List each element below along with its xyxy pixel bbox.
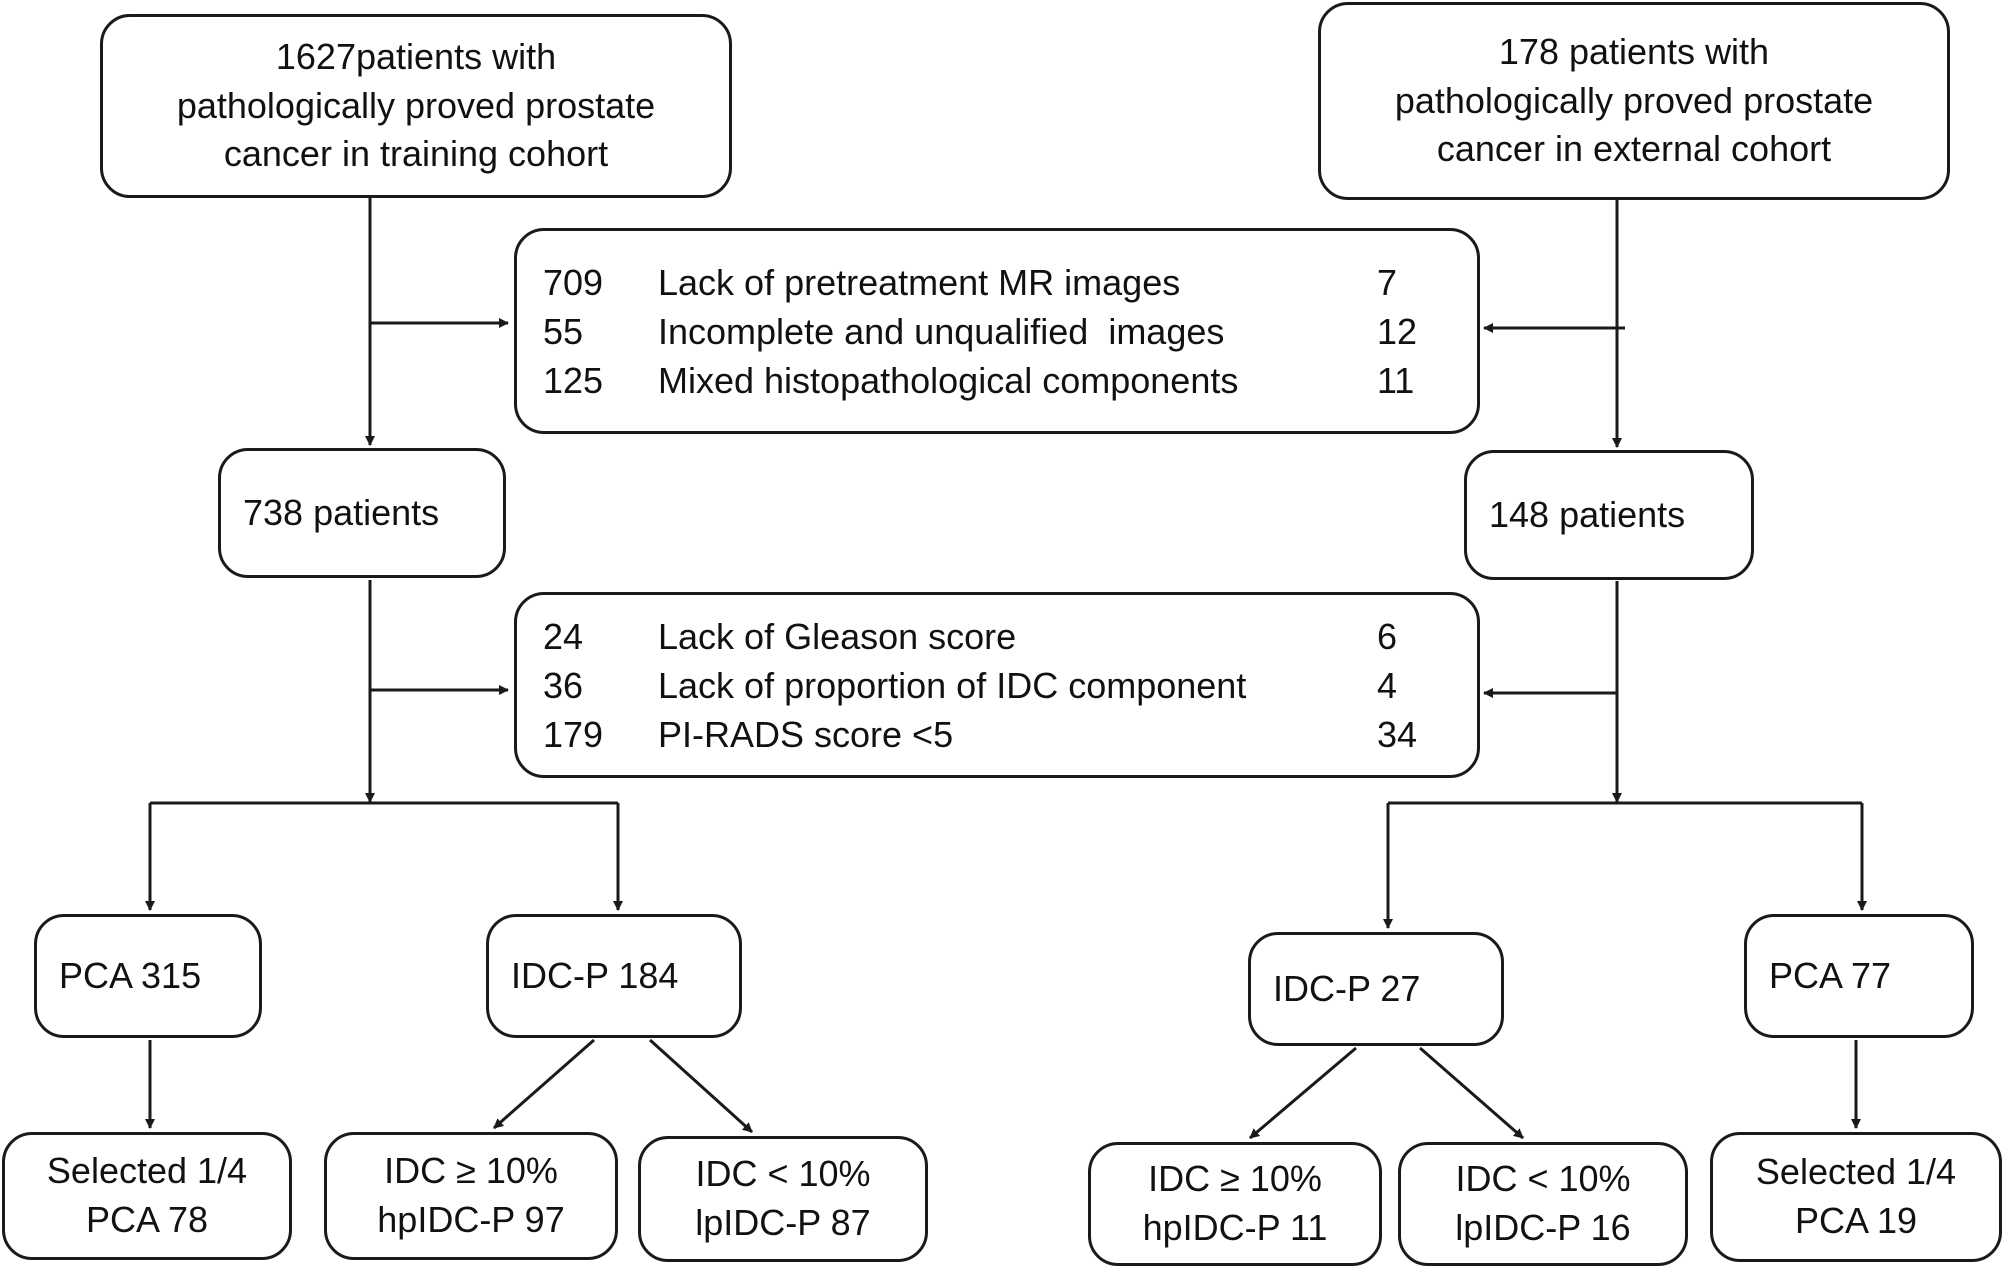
- training-lpidcp-box: IDC < 10% lpIDC-P 87: [638, 1136, 928, 1262]
- training-hpidcp-line-1: IDC ≥ 10%: [384, 1150, 558, 1192]
- training-patients-box: 738 patients: [218, 448, 506, 578]
- external-lpidcp-line-1: IDC < 10%: [1455, 1158, 1631, 1200]
- exclusion2-external-count-2: 4: [1376, 664, 1397, 706]
- training-cohort-box: 1627patients with pathologically proved …: [100, 14, 732, 198]
- arrow-idcp184-to-lp: [648, 1038, 754, 1134]
- exclusion1-external-count-2: 12: [1376, 310, 1417, 352]
- exclusion-box-1: 709 Lack of pretreatment MR images 7 55 …: [514, 228, 1480, 434]
- exclusion-box-2: 24 Lack of Gleason score 6 36 Lack of pr…: [514, 592, 1480, 778]
- external-cohort-line-1: 178 patients with: [1498, 30, 1770, 72]
- external-selected-pca-box: Selected 1/4 PCA 19: [1710, 1132, 2002, 1262]
- exclusion1-external-count-1: 7: [1376, 261, 1397, 303]
- external-hpidcp-box: IDC ≥ 10% hpIDC-P 11: [1088, 1142, 1382, 1266]
- training-pca-box: PCA 315: [34, 914, 262, 1038]
- training-lpidcp-line-2: lpIDC-P 87: [695, 1202, 871, 1243]
- training-lpidcp-line-1: IDC < 10%: [695, 1153, 871, 1195]
- external-selected-line-2: PCA 19: [1794, 1200, 1918, 1241]
- training-hpidcp-box: IDC ≥ 10% hpIDC-P 97: [324, 1132, 618, 1260]
- training-hpidcp-line-2: hpIDC-P 97: [377, 1199, 565, 1240]
- training-cohort-line-1: 1627patients with: [275, 35, 557, 77]
- external-idcp-label: IDC-P 27: [1273, 967, 1421, 1009]
- external-pca-box: PCA 77: [1744, 914, 1974, 1038]
- training-cohort-line-2: pathologically proved prostate: [176, 84, 656, 126]
- exclusion2-reason-2: Lack of proportion of IDC component: [658, 664, 1247, 706]
- arrow-idcp27-to-lp: [1419, 1046, 1524, 1140]
- exclusion2-training-count-3: 179: [543, 713, 604, 755]
- exclusion1-reason-1: Lack of pretreatment MR images: [658, 261, 1181, 303]
- exclusion2-external-count-1: 6: [1376, 615, 1397, 657]
- training-selected-line-2: PCA 78: [85, 1199, 209, 1240]
- exclusion1-training-count-3: 125: [543, 359, 604, 401]
- external-hpidcp-line-2: hpIDC-P 11: [1142, 1207, 1328, 1248]
- exclusion1-reason-3: Mixed histopathological components: [658, 359, 1239, 401]
- training-selected-pca-box: Selected 1/4 PCA 78: [2, 1132, 292, 1260]
- exclusion2-training-count-2: 36: [543, 664, 584, 706]
- training-idcp-box: IDC-P 184: [486, 914, 742, 1038]
- exclusion1-training-count-1: 709: [543, 261, 604, 303]
- exclusion2-reason-3: PI-RADS score <5: [658, 713, 954, 755]
- training-pca-label: PCA 315: [59, 954, 202, 996]
- arrow-idcp27-to-hp: [1249, 1046, 1357, 1140]
- exclusion2-training-count-1: 24: [543, 615, 584, 657]
- exclusion2-external-count-3: 34: [1376, 713, 1417, 755]
- external-lpidcp-line-2: lpIDC-P 16: [1455, 1207, 1631, 1248]
- exclusion1-reason-2: Incomplete and unqualified images: [658, 310, 1225, 352]
- external-lpidcp-box: IDC < 10% lpIDC-P 16: [1398, 1142, 1688, 1266]
- training-selected-line-1: Selected 1/4: [46, 1150, 248, 1192]
- external-selected-line-1: Selected 1/4: [1755, 1151, 1957, 1193]
- external-patients-box: 148 patients: [1464, 450, 1754, 580]
- external-cohort-line-2: pathologically proved prostate: [1394, 79, 1874, 121]
- training-cohort-line-3: cancer in training cohort: [223, 133, 609, 175]
- exclusion1-training-count-2: 55: [543, 310, 584, 352]
- external-idcp-box: IDC-P 27: [1248, 932, 1504, 1046]
- exclusion2-reason-1: Lack of Gleason score: [658, 615, 1017, 657]
- arrow-idcp184-to-hp: [493, 1038, 595, 1130]
- external-pca-label: PCA 77: [1769, 954, 1892, 996]
- external-patients-label: 148 patients: [1489, 493, 1686, 535]
- external-cohort-line-3: cancer in external cohort: [1436, 128, 1832, 170]
- external-hpidcp-line-1: IDC ≥ 10%: [1148, 1158, 1322, 1200]
- training-idcp-label: IDC-P 184: [511, 954, 679, 996]
- training-patients-label: 738 patients: [243, 491, 440, 533]
- exclusion1-external-count-3: 11: [1376, 359, 1415, 401]
- external-cohort-box: 178 patients with pathologically proved …: [1318, 2, 1950, 200]
